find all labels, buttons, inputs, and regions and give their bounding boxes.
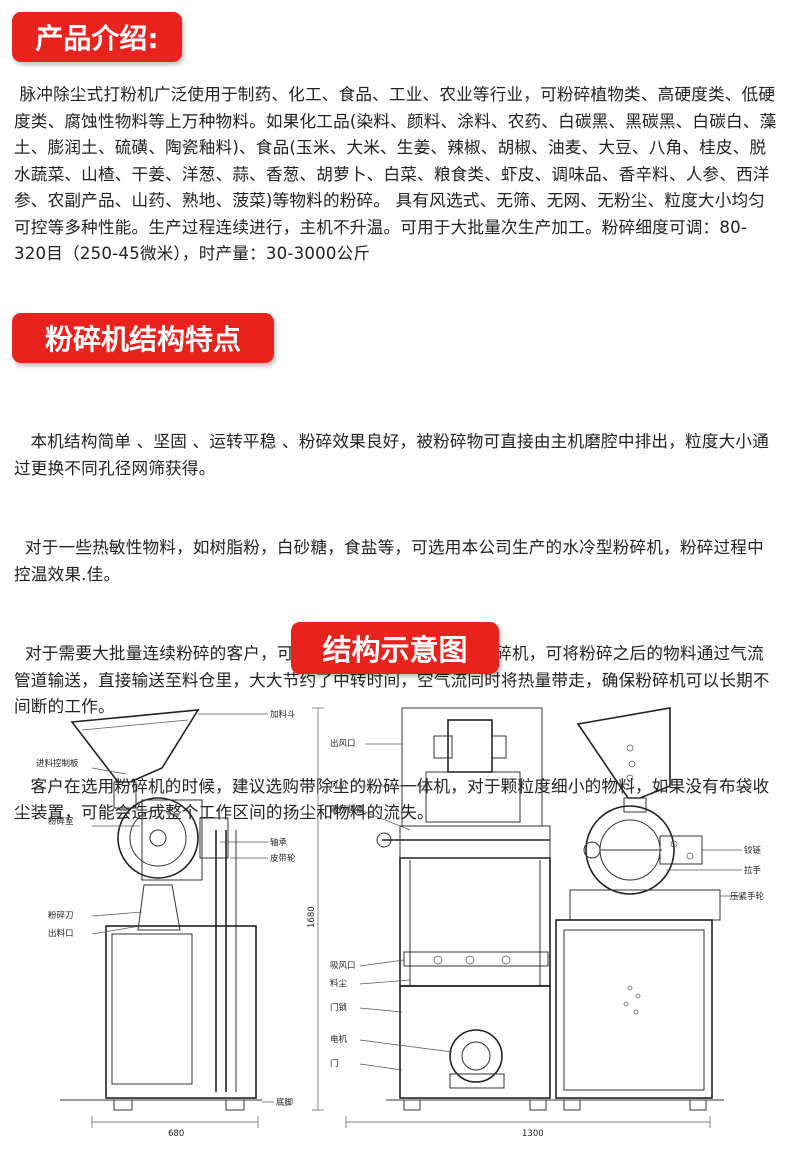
features-heading: 粉碎机结构特点 [12, 313, 274, 363]
label-door: 门 [330, 1058, 339, 1069]
intro-heading-text: 产品介绍: [35, 22, 159, 55]
label-hopper: 加料斗 [270, 709, 296, 720]
intro-heading: 产品介绍: [12, 12, 182, 62]
left-width-dimension: 680 [168, 1129, 184, 1139]
middle-machine-drawing [312, 707, 711, 1128]
features-paragraphs: 本机结构简单 、坚固 、运转平稳 、粉碎效果良好，被粉碎物可直接由主机磨腔中排出… [14, 376, 778, 853]
label-fan: 风机 [330, 780, 348, 791]
diagram-heading-text: 结构示意图 [322, 633, 468, 667]
label-door-lock: 门锁 [330, 1002, 348, 1013]
feature-paragraph-2: 对于一些热敏性物料，如树脂粉，白砂糖，食盐等，可选用本公司生产的水冷型粉碎机，粉… [14, 538, 764, 584]
right-machine-drawing [544, 707, 724, 1111]
label-blade: 粉碎刀 [48, 910, 74, 921]
label-feed-plate: 进料控制板 [36, 758, 79, 769]
label-dust: 料尘 [330, 978, 348, 989]
structure-diagram: 加料斗 进料控制板 粉碎室 轴承 皮带轮 粉碎刀 出料口 底脚 680 [36, 707, 765, 1139]
middle-width-dimension: 1300 [522, 1129, 544, 1139]
label-motor: 电机 [330, 1034, 348, 1045]
label-base: 底脚 [276, 1097, 293, 1108]
label-chamber: 粉碎室 [48, 816, 74, 827]
label-outlet: 出料口 [48, 928, 74, 939]
features-heading-text: 粉碎机结构特点 [44, 323, 241, 356]
left-machine-drawing [60, 709, 262, 1128]
intro-paragraph: 脉冲除尘式打粉机广泛使用于制药、化工、食品、工业、农业等行业，可粉碎植物类、高硬… [14, 85, 777, 263]
label-bearing: 轴承 [270, 837, 288, 848]
label-handle: 拉手 [744, 865, 762, 876]
feature-paragraph-1: 本机结构简单 、坚固 、运转平稳 、粉碎效果良好，被粉碎物可直接由主机磨腔中排出… [14, 432, 769, 478]
label-air-outlet: 出风口 [330, 738, 356, 749]
label-pulley: 皮带轮 [270, 853, 296, 864]
label-suction: 吸风口 [330, 961, 356, 971]
label-shaker: 敲打装置 [330, 804, 365, 815]
label-hinge: 铰链 [744, 845, 762, 856]
label-press-wheel: 压紧手轮 [730, 891, 765, 902]
diagram-heading: 结构示意图 [291, 622, 499, 674]
height-dimension: 1680 [307, 906, 317, 928]
